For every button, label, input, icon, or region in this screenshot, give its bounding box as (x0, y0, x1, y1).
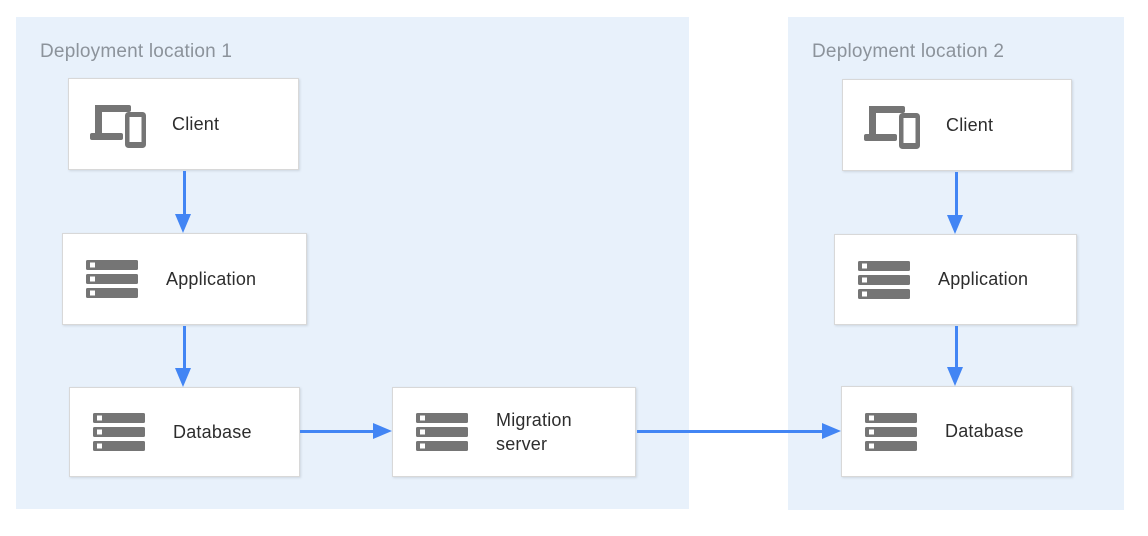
region-2-label: Deployment location 2 (812, 41, 1005, 62)
server-stack-icon (863, 412, 919, 451)
arrow-line (955, 172, 958, 216)
arrow-line (183, 171, 186, 215)
arrow-head (947, 215, 963, 234)
arrow-head (175, 214, 191, 233)
server-stack-icon (856, 260, 912, 299)
node-label: Database (173, 421, 252, 442)
server-stack-icon (84, 260, 140, 298)
arrow-head (947, 367, 963, 386)
server-stack-icon (91, 413, 147, 451)
devices-icon (864, 101, 920, 149)
node-label: Migration server (496, 409, 572, 454)
database-node-location-1: Database (69, 387, 300, 477)
region-1-label: Deployment location 1 (40, 41, 233, 62)
client-node-location-1: Client (68, 78, 299, 170)
migration-server-node: Migration server (392, 387, 636, 477)
server-stack-icon (414, 413, 470, 451)
node-label: Application (938, 269, 1029, 290)
arrow-line (183, 326, 186, 369)
arrow-line (637, 430, 824, 433)
arrow-line (300, 430, 375, 433)
database-node-location-2: Database (841, 386, 1072, 477)
arrow-head (373, 423, 392, 439)
application-node-location-1: Application (62, 233, 307, 325)
arrow-head (822, 423, 841, 439)
application-node-location-2: Application (834, 234, 1077, 325)
node-label: Application (166, 268, 257, 289)
node-label: Client (946, 114, 994, 135)
arrow-head (175, 368, 191, 387)
devices-icon (90, 100, 146, 148)
node-label: Client (172, 113, 220, 134)
client-node-location-2: Client (842, 79, 1072, 171)
arrow-line (955, 326, 958, 368)
node-label: Database (945, 421, 1024, 442)
